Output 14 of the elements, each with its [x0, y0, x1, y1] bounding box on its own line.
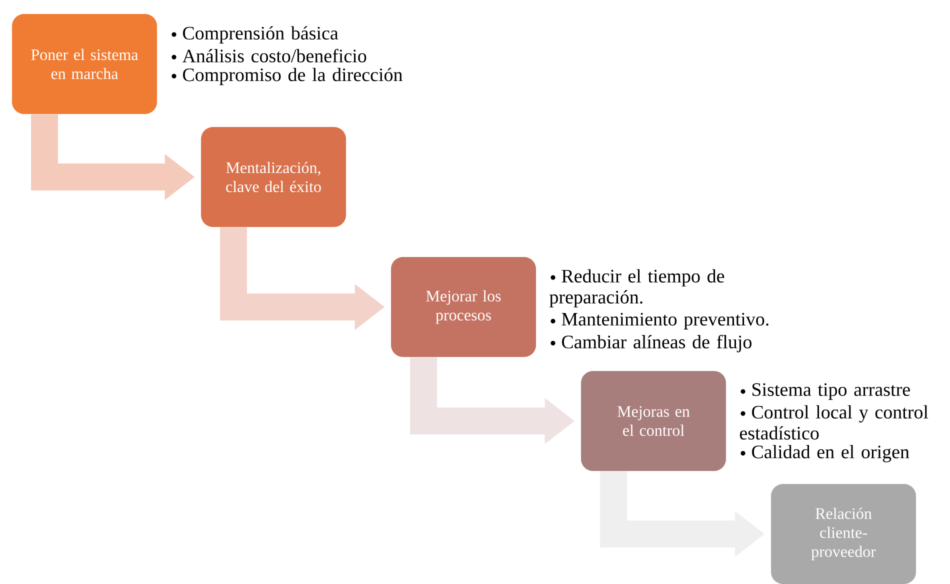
bullet-item: Comprensión básica [172, 26, 338, 44]
bullet-item: Control local y control estadístico [740, 405, 928, 440]
bullet-item: Reducir el tiempo de preparación. [550, 269, 724, 308]
process-box: Relación cliente-proveedor [771, 484, 916, 584]
process-box: Mejoras en el control [581, 371, 726, 471]
process-box: Mejorar los procesos [391, 257, 536, 357]
bullet-item: Compromiso de la dirección [172, 68, 402, 86]
bullet-item: Cambiar alíneas de flujo [550, 334, 752, 352]
bullet-item: Análisis costo/beneficio [172, 48, 366, 62]
bullet-item: Calidad en el origen [740, 445, 910, 462]
process-box: Poner el sistema en marcha [12, 14, 157, 114]
process-box: Mentalización, clave del éxito [201, 127, 346, 227]
bullet-item: Mantenimiento preventivo. [550, 312, 768, 330]
bullet-item: Sistema tipo arrastre [740, 383, 910, 400]
